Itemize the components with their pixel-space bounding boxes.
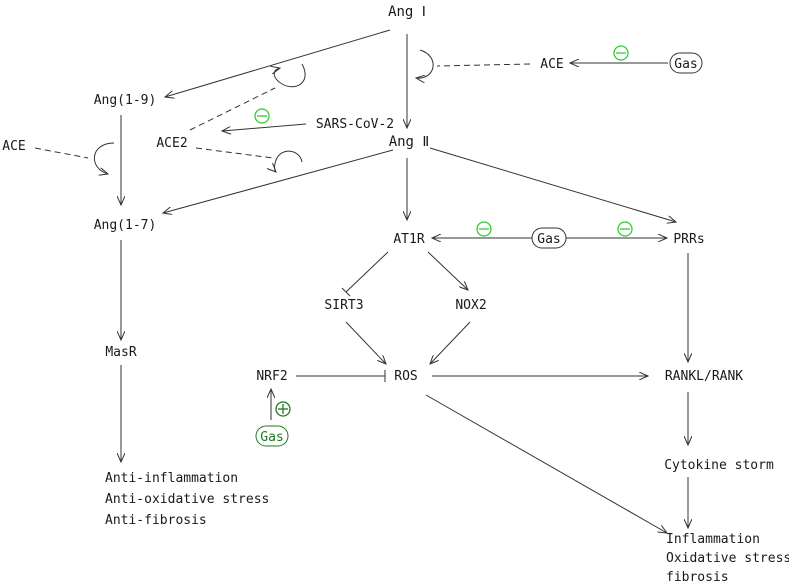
node-ros: ROS [394,369,417,384]
node-ace2: ACE2 [156,136,187,151]
outcome-left-3: Anti-fibrosis [105,513,207,528]
edge-nox2-to-ros [430,321,471,364]
node-ang2: Ang Ⅱ [389,134,430,150]
edge-sirt3-bar [341,287,351,297]
edge-ace-left-dashed [34,147,89,159]
inhibit-symbol [476,221,492,237]
edge-sirt3-to-ros [345,321,386,364]
node-ace-left: ACE [2,139,25,154]
node-ace-top: ACE [540,57,563,72]
gas-pill-nrf2 [255,425,289,447]
node-ang17: Ang(1-7) [94,218,157,233]
edge-ang2-to-prrs [429,147,676,222]
node-nox2: NOX2 [455,298,486,313]
node-prrs: PRRs [673,232,704,247]
node-ang1: Ang Ⅰ [388,4,426,20]
node-nrf2: NRF2 [256,369,287,384]
curve-arrow-ace-left [93,142,115,174]
edge-at1r-to-nox2 [427,251,468,290]
node-gas-nrf2: Gas [260,430,283,445]
edge-ang2-to-ang17 [163,149,394,213]
edge-ros-to-inflammation [425,394,667,533]
outcome-right-1: Inflammation [666,532,760,547]
edges [34,29,688,533]
outcome-left-2: Anti-oxidative stress [105,492,269,507]
edge-at1r-inhibits-sirt3 [345,251,389,293]
outcome-right-3: fibrosis [666,570,729,585]
gas-pill-top [669,52,703,74]
outcome-right-2: Oxidative stress [666,551,789,566]
node-gas-mid: Gas [537,232,560,247]
node-cytokine-storm: Cytokine storm [664,458,774,473]
inhibit-symbol [613,45,629,61]
node-masr: MasR [105,345,136,360]
edge-sars-to-ace2 [222,123,307,131]
edge-ace2-dashed-down [195,147,274,159]
node-sirt3: SIRT3 [324,298,363,313]
curve-arrow-ace2-down [275,150,303,172]
node-gas-top: Gas [674,57,697,72]
node-sars-cov-2: SARS-CoV-2 [316,117,394,132]
inhibit-symbol [617,221,633,237]
node-ang19: Ang(1-9) [94,93,157,108]
node-rankl-rank: RANKL/RANK [665,369,743,384]
promote-symbol [275,401,291,417]
outcome-left-1: Anti-inflammation [105,471,238,486]
inhibit-symbol [254,108,270,124]
curve-arrow-ace2-up [274,63,306,88]
curve-arrow-ace [416,49,434,78]
gas-pill-mid [531,227,567,249]
edge-ace-dashed [436,63,531,67]
edge-ace2-dashed-up [189,87,276,131]
node-at1r: AT1R [393,232,424,247]
edge-ang1-to-ang19 [165,29,391,97]
node-labels: Ang Ⅰ ACE Gas Ang(1-9) SARS-CoV-2 ACE2 A… [2,4,789,585]
